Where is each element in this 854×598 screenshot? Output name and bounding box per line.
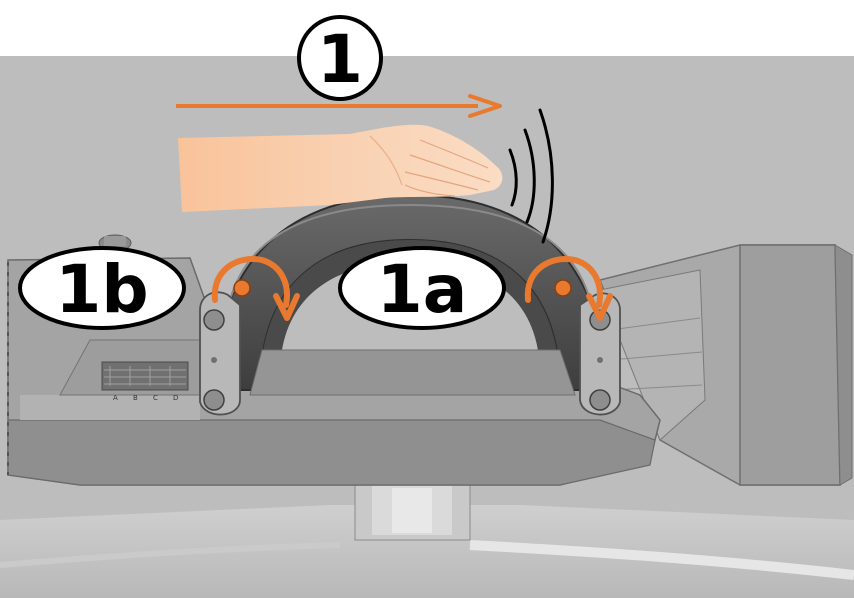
rotate-clockwise-icon-right [524, 256, 613, 321]
callout-1b-label: 1b [55, 251, 148, 328]
callout-1b: 1b [18, 246, 186, 330]
arch-inner-floor [249, 349, 576, 396]
left-pivot-knob [233, 279, 251, 297]
rail-letter-b: B [133, 394, 138, 402]
rail-letter-d: D [173, 394, 178, 402]
rotate-clockwise-icon-left [211, 256, 300, 321]
arrow-right-icon [176, 94, 502, 118]
step-number: 1 [317, 21, 363, 98]
callout-1a-label: 1a [377, 251, 467, 328]
left-hinge-bolt-bottom [203, 389, 225, 411]
left-hinge-bolt-top [203, 309, 225, 331]
left-hinge-plate [199, 291, 241, 416]
floor-highlight [469, 540, 854, 580]
step-marker: 1 [297, 15, 383, 101]
hand-icon [178, 124, 503, 212]
rail-letter-c: C [153, 394, 158, 402]
device-base [7, 234, 661, 486]
floor-highlight-left [0, 542, 341, 568]
top-margin [0, 0, 854, 56]
right-pivot-knob [554, 279, 572, 297]
device-end-cap [599, 244, 853, 486]
right-hinge-plate [579, 292, 621, 416]
rail-scale: A B C D [101, 361, 189, 402]
floor-plane [0, 505, 854, 598]
callout-1a: 1a [338, 246, 506, 330]
motion-lines-icon [508, 108, 554, 244]
right-hinge-bolt-bottom [589, 389, 611, 411]
rail-letter-a: A [113, 394, 118, 402]
